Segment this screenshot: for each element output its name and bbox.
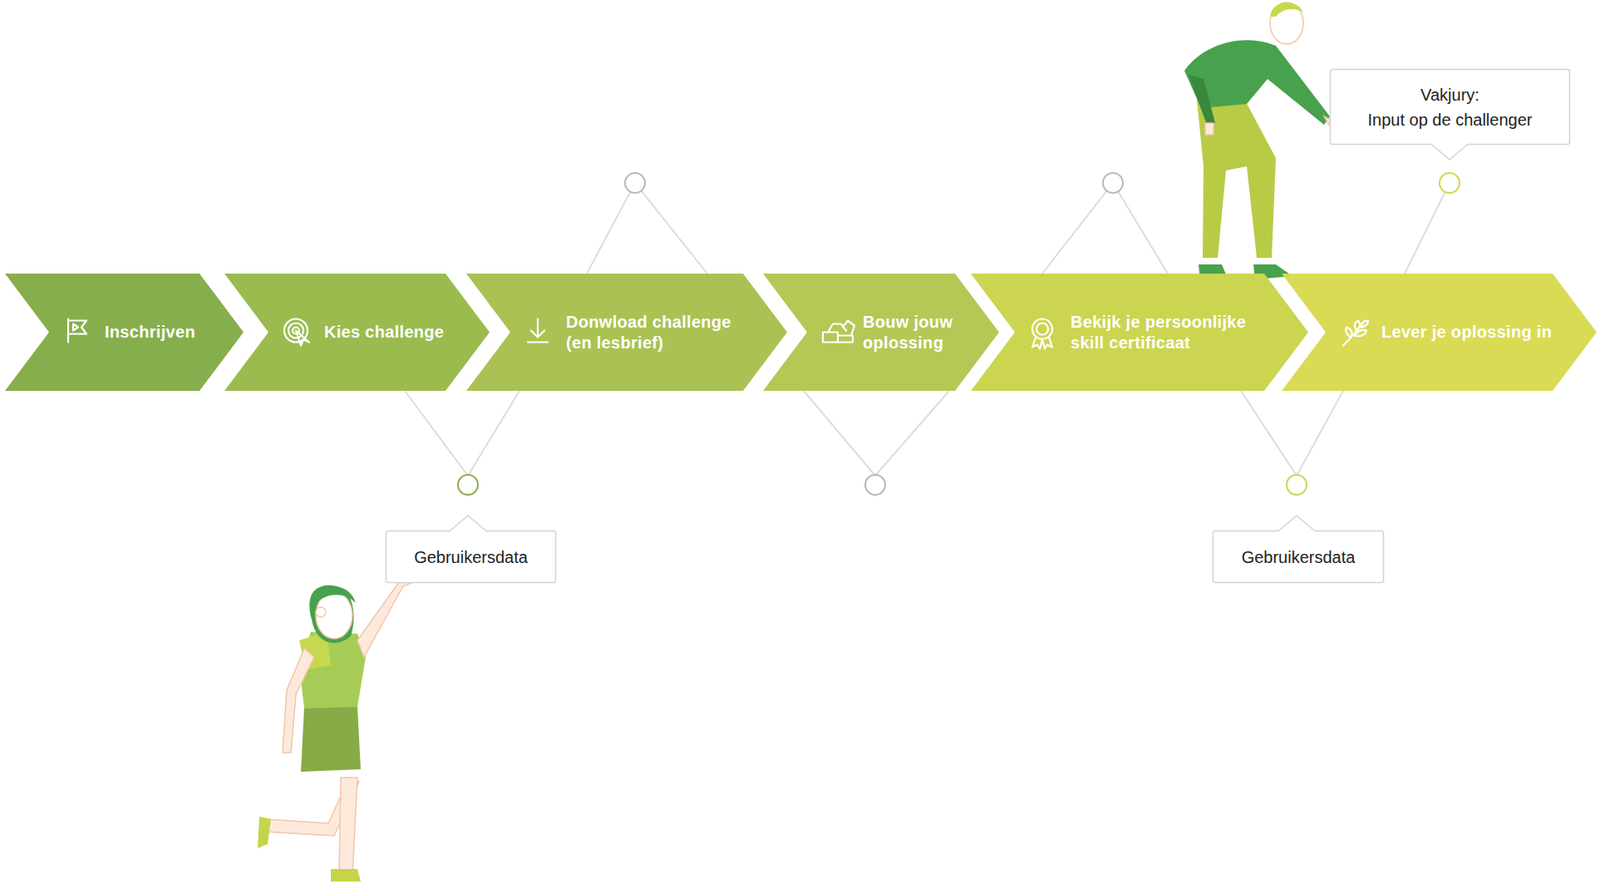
callout-box: Gebruikersdata (385, 530, 557, 583)
process-chevron: Donwload challenge (en lesbrief) (466, 273, 788, 391)
callout-box: Gebruikersdata (1212, 530, 1384, 583)
step-icon (527, 319, 548, 343)
callout-text: Gebruikersdata (413, 544, 528, 570)
callout-text: Input op de challenger (1368, 107, 1533, 133)
step-label: Kies challenge (324, 321, 474, 343)
callout-text: Gebruikersdata (1241, 544, 1356, 570)
step-icon (1343, 320, 1369, 346)
step-icon (284, 319, 310, 346)
step-icon (1032, 319, 1053, 350)
process-chevron: Inschrijven (4, 273, 244, 391)
connector-dots (457, 172, 1460, 495)
chevron-shape (466, 273, 788, 391)
chevron-fill (224, 273, 490, 391)
callout-outline (1329, 68, 1571, 145)
chevron-shape (763, 273, 1000, 391)
step-icon (822, 320, 855, 343)
callout-border (1330, 69, 1571, 161)
chevron-fill (4, 273, 244, 391)
chevron-fill (970, 273, 1309, 391)
chevron-fill (763, 273, 1000, 391)
process-chevron: Bouw jouw oplossing (763, 273, 1000, 391)
chevron-shape (970, 273, 1309, 391)
step-label: Donwload challenge (en lesbrief) (566, 311, 754, 354)
step-label: Lever je oplossing in (1381, 321, 1581, 343)
woman-figure (257, 573, 414, 882)
callout-box: Vakjury:Input op de challenger (1329, 68, 1571, 145)
step-icon (68, 319, 87, 343)
step-label: Bekijk je persoonlijke skill certificaat (1070, 311, 1275, 354)
chevron-fill (1281, 273, 1597, 391)
zigzag-lines (404, 182, 1450, 476)
callout-text: Vakjury: (1420, 82, 1480, 108)
man-figure (1184, 2, 1347, 281)
step-label: Inschrijven (104, 321, 238, 343)
process-chevron: Lever je oplossing in (1281, 273, 1597, 391)
step-label: Bouw jouw oplossing (862, 311, 967, 354)
process-chevron: Kies challenge (224, 273, 490, 391)
chevron-fill (466, 273, 788, 391)
callout-border (386, 515, 557, 583)
callout-border (1213, 515, 1384, 583)
process-chevron: Bekijk je persoonlijke skill certificaat (970, 273, 1309, 391)
